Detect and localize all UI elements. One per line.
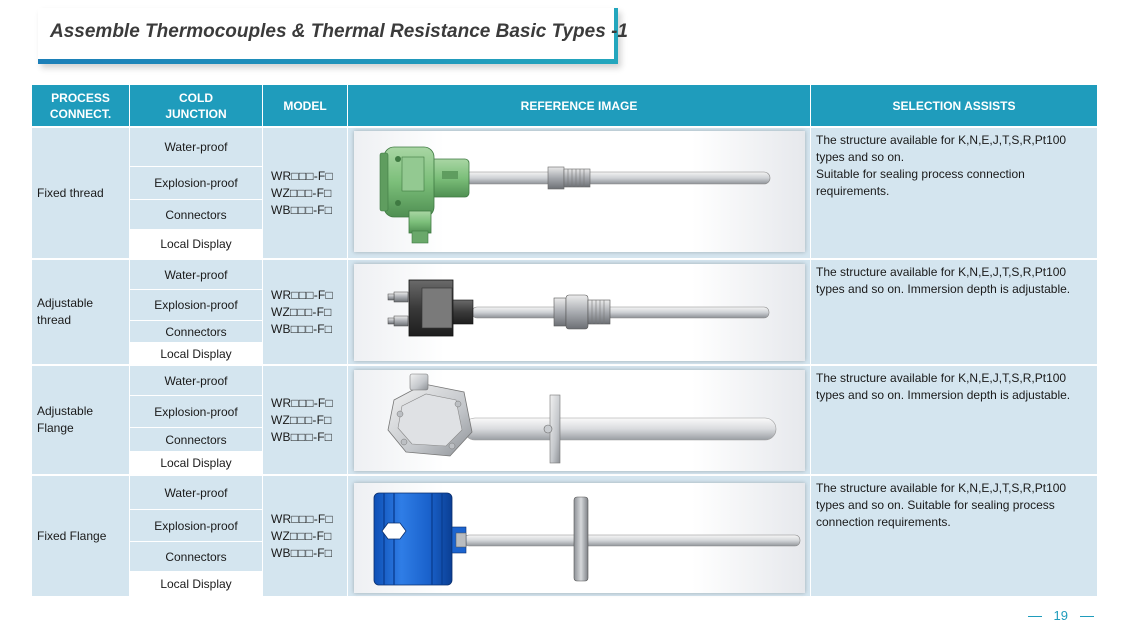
title-underline bbox=[38, 59, 614, 64]
header-reference-image: REFERENCE IMAGE bbox=[348, 85, 810, 126]
page-number-dash-right bbox=[1080, 616, 1094, 618]
process-cell-fixed-thread: Fixed thread bbox=[32, 128, 129, 258]
junction-water-proof: Water-proof bbox=[130, 476, 262, 509]
selection-assist-text: The structure available for K,N,E,J,T,S,… bbox=[811, 366, 1097, 474]
title-banner: Assemble Thermocouples & Thermal Resista… bbox=[38, 8, 628, 64]
thermocouple-adjustable-thread-image bbox=[354, 264, 805, 361]
junction-connectors: Connectors bbox=[130, 200, 262, 229]
header-process-connect: PROCESS CONNECT. bbox=[32, 85, 129, 126]
selection-assist-text: The structure available for K,N,E,J,T,S,… bbox=[811, 476, 1097, 596]
junction-local-display: Local Display bbox=[130, 572, 262, 596]
model-codes: WR□□□-F□ WZ□□□-F□ WB□□□-F□ bbox=[263, 366, 347, 474]
process-cell-fixed-flange: Fixed Flange bbox=[32, 476, 129, 596]
thermocouple-fixed-thread-image bbox=[354, 131, 805, 252]
junction-connectors: Connectors bbox=[130, 321, 262, 342]
junction-water-proof: Water-proof bbox=[130, 366, 262, 395]
page-number-dash-left bbox=[1027, 616, 1042, 618]
model-codes: WR□□□-F□ WZ□□□-F□ WB□□□-F□ bbox=[263, 128, 347, 258]
process-cell-adjustable-flange: Adjustable Flange bbox=[32, 366, 129, 474]
junction-water-proof: Water-proof bbox=[130, 128, 262, 166]
junction-local-display: Local Display bbox=[130, 452, 262, 474]
page-number-value: 19 bbox=[1053, 608, 1068, 623]
junction-connectors: Connectors bbox=[130, 428, 262, 451]
junction-explosion-proof: Explosion-proof bbox=[130, 167, 262, 199]
junction-local-display: Local Display bbox=[130, 343, 262, 364]
junction-water-proof: Water-proof bbox=[130, 260, 262, 289]
junction-connectors: Connectors bbox=[130, 542, 262, 571]
thermocouple-fixed-flange-image bbox=[354, 483, 805, 593]
model-codes: WR□□□-F□ WZ□□□-F□ WB□□□-F□ bbox=[263, 476, 347, 596]
junction-explosion-proof: Explosion-proof bbox=[130, 510, 262, 541]
page-title: Assemble Thermocouples & Thermal Resista… bbox=[50, 21, 628, 42]
thermocouple-adjustable-flange-image bbox=[354, 370, 805, 471]
junction-local-display: Local Display bbox=[130, 230, 262, 258]
page-number: 19 bbox=[1016, 608, 1106, 623]
header-selection-assists: SELECTION ASSISTS bbox=[811, 85, 1097, 126]
header-model: MODEL bbox=[263, 85, 347, 126]
selection-assist-text: The structure available for K,N,E,J,T,S,… bbox=[811, 260, 1097, 364]
model-codes: WR□□□-F□ WZ□□□-F□ WB□□□-F□ bbox=[263, 260, 347, 364]
process-cell-adjustable-thread: Adjustable thread bbox=[32, 260, 129, 364]
junction-explosion-proof: Explosion-proof bbox=[130, 396, 262, 427]
selection-assist-text: The structure available for K,N,E,J,T,S,… bbox=[811, 128, 1097, 258]
header-cold-junction: COLD JUNCTION bbox=[130, 85, 262, 126]
junction-explosion-proof: Explosion-proof bbox=[130, 290, 262, 320]
